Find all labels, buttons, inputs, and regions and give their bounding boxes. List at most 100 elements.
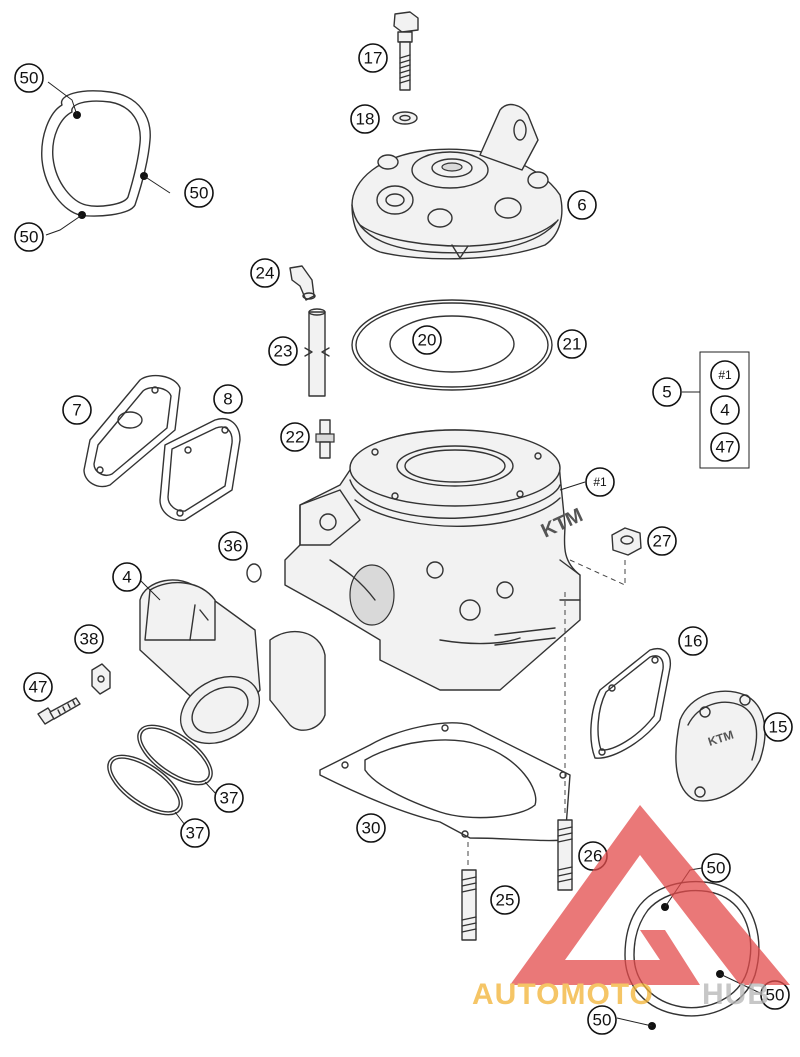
callout-23: 23 [268,336,298,366]
svg-text:27: 27 [653,532,672,551]
callout-kit-4: 4 [710,395,740,425]
svg-text:5: 5 [662,383,671,402]
flange-nut [611,527,642,556]
watermark-logo: AUTOMOTO HUB [472,805,790,1011]
svg-text:50: 50 [766,986,785,1005]
callout-21: 21 [557,329,587,359]
callout-47: 47 [23,672,53,702]
stud-25 [461,869,477,941]
svg-text:50: 50 [707,859,726,878]
callout-50-top-c: 50 [14,222,44,252]
callout-50-bottom-b: 50 [760,980,790,1010]
svg-text:50: 50 [593,1011,612,1030]
svg-text:37: 37 [220,789,239,808]
callout-36: 36 [218,531,248,561]
watermark-text: AUTOMOTO [472,978,654,1011]
callout-17: 17 [358,43,388,73]
screw [37,697,81,725]
svg-text:50: 50 [190,184,209,203]
callout-50-top-a: 50 [14,63,44,93]
svg-text:50: 50 [20,69,39,88]
stud-dash-line-27 [569,559,626,586]
svg-text:47: 47 [716,438,735,457]
cylinder-base-gasket [319,722,571,842]
svg-text:37: 37 [186,824,205,843]
svg-text:36: 36 [224,537,243,556]
svg-text:22: 22 [286,428,305,447]
svg-text:23: 23 [274,342,293,361]
callout-18: 18 [350,104,380,134]
watermark-text-hub: HUB [702,978,770,1011]
svg-text:21: 21 [563,335,582,354]
exhaust-gasket-7 [83,374,181,488]
washer [392,111,418,125]
o-ring-large-b [107,754,183,816]
svg-text:4: 4 [122,568,131,587]
callout-27: 27 [647,526,677,556]
svg-text:30: 30 [362,819,381,838]
svg-text:17: 17 [364,49,383,68]
callout-8: 8 [213,384,243,414]
leader-cylinder [559,481,586,491]
callout-6: 6 [567,190,597,220]
water-hose [304,308,330,397]
callout-24: 24 [250,258,280,288]
parts-kit-group [682,351,750,469]
callout-16: 16 [678,626,708,656]
cylinder-head [351,103,563,260]
svg-text:20: 20 [418,331,437,350]
watermark-triangle-icon [510,805,790,985]
svg-text:38: 38 [80,630,99,649]
callout-30: 30 [356,813,386,843]
exhaust-gasket-8 [159,418,241,521]
o-ring-small [246,563,262,583]
head-gasket-ring-inner [389,315,515,373]
callout-50-bottom-a: 50 [701,853,731,883]
callout-50-top-b: 50 [184,178,214,208]
callout-4: 4 [112,562,142,592]
svg-text:18: 18 [356,110,375,129]
callout-37-b: 37 [180,818,210,848]
svg-text:#1: #1 [718,368,732,382]
svg-text:25: 25 [496,891,515,910]
svg-text:50: 50 [20,228,39,247]
svg-text:#1: #1 [593,475,607,489]
exhaust-control-cover: KTM [675,690,766,802]
svg-text:6: 6 [577,196,586,215]
callout-7: 7 [62,395,92,425]
intake-flange [139,579,326,745]
callout-kit-1: #1 [710,360,740,390]
svg-text:47: 47 [29,678,48,697]
callout-15: 15 [763,712,793,742]
svg-text:8: 8 [223,390,232,409]
o-ring-large-a [137,724,213,786]
cylinder-head-bolt [393,11,419,91]
callout-20: 20 [412,325,442,355]
callout-38: 38 [74,624,104,654]
callout-22: 22 [280,422,310,452]
callout-kit-47: 47 [710,432,740,462]
callout-25: 25 [490,885,520,915]
stud-26 [557,819,573,891]
clamp-plate [91,663,111,695]
leader-37b [174,811,186,826]
hose-nipple [315,419,335,459]
svg-text:15: 15 [769,718,788,737]
svg-text:16: 16 [684,632,703,651]
callout-37-a: 37 [214,783,244,813]
callout-cylinder-1: #1 [585,467,615,497]
cover-gasket-16 [590,648,672,759]
svg-text:24: 24 [256,264,275,283]
cylinder: KTM [284,429,586,691]
top-left-cover-gasket [41,81,171,236]
head-gasket-ring-outer [351,299,553,391]
leader-intake [139,579,161,601]
callout-50-bottom-c: 50 [587,1005,617,1035]
svg-text:26: 26 [584,847,603,866]
leader-37a [204,781,218,796]
elbow-fitting [289,265,316,301]
callout-5: 5 [652,377,682,407]
svg-text:4: 4 [720,401,729,420]
svg-text:7: 7 [72,401,81,420]
